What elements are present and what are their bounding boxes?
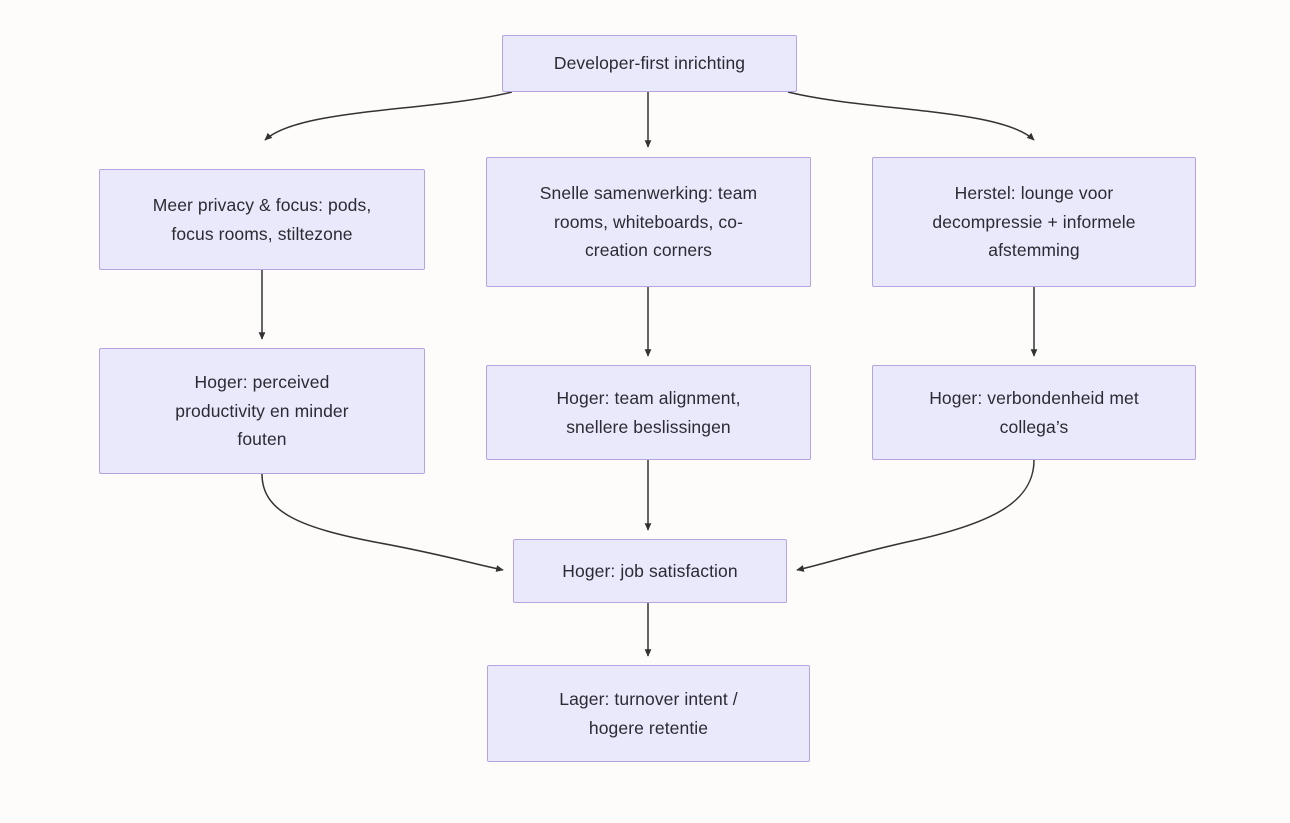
node-hoger-perceived-productivity[interactable]: Hoger: perceived productivity en minder … bbox=[99, 348, 425, 474]
node-herstel-lounge[interactable]: Herstel: lounge voor decompressie + info… bbox=[872, 157, 1196, 287]
edge-productiviteit-to-satisfaction bbox=[261, 473, 504, 572]
edge-verbondenheid-to-satisfaction bbox=[796, 459, 1035, 572]
node-hoger-team-alignment[interactable]: Hoger: team alignment, snellere beslissi… bbox=[486, 365, 811, 460]
node-developer-first-inrichting[interactable]: Developer-first inrichting bbox=[502, 35, 797, 92]
node-hoger-verbondenheid[interactable]: Hoger: verbondenheid met collega’s bbox=[872, 365, 1196, 460]
node-meer-privacy-focus[interactable]: Meer privacy & focus: pods, focus rooms,… bbox=[99, 169, 425, 270]
node-hoger-job-satisfaction[interactable]: Hoger: job satisfaction bbox=[513, 539, 787, 603]
node-snelle-samenwerking[interactable]: Snelle samenwerking: team rooms, whitebo… bbox=[486, 157, 811, 287]
edge-root-to-privacy bbox=[264, 91, 513, 141]
node-lager-turnover-intent[interactable]: Lager: turnover intent / hogere retentie bbox=[487, 665, 810, 762]
edge-root-to-herstel bbox=[787, 91, 1035, 141]
